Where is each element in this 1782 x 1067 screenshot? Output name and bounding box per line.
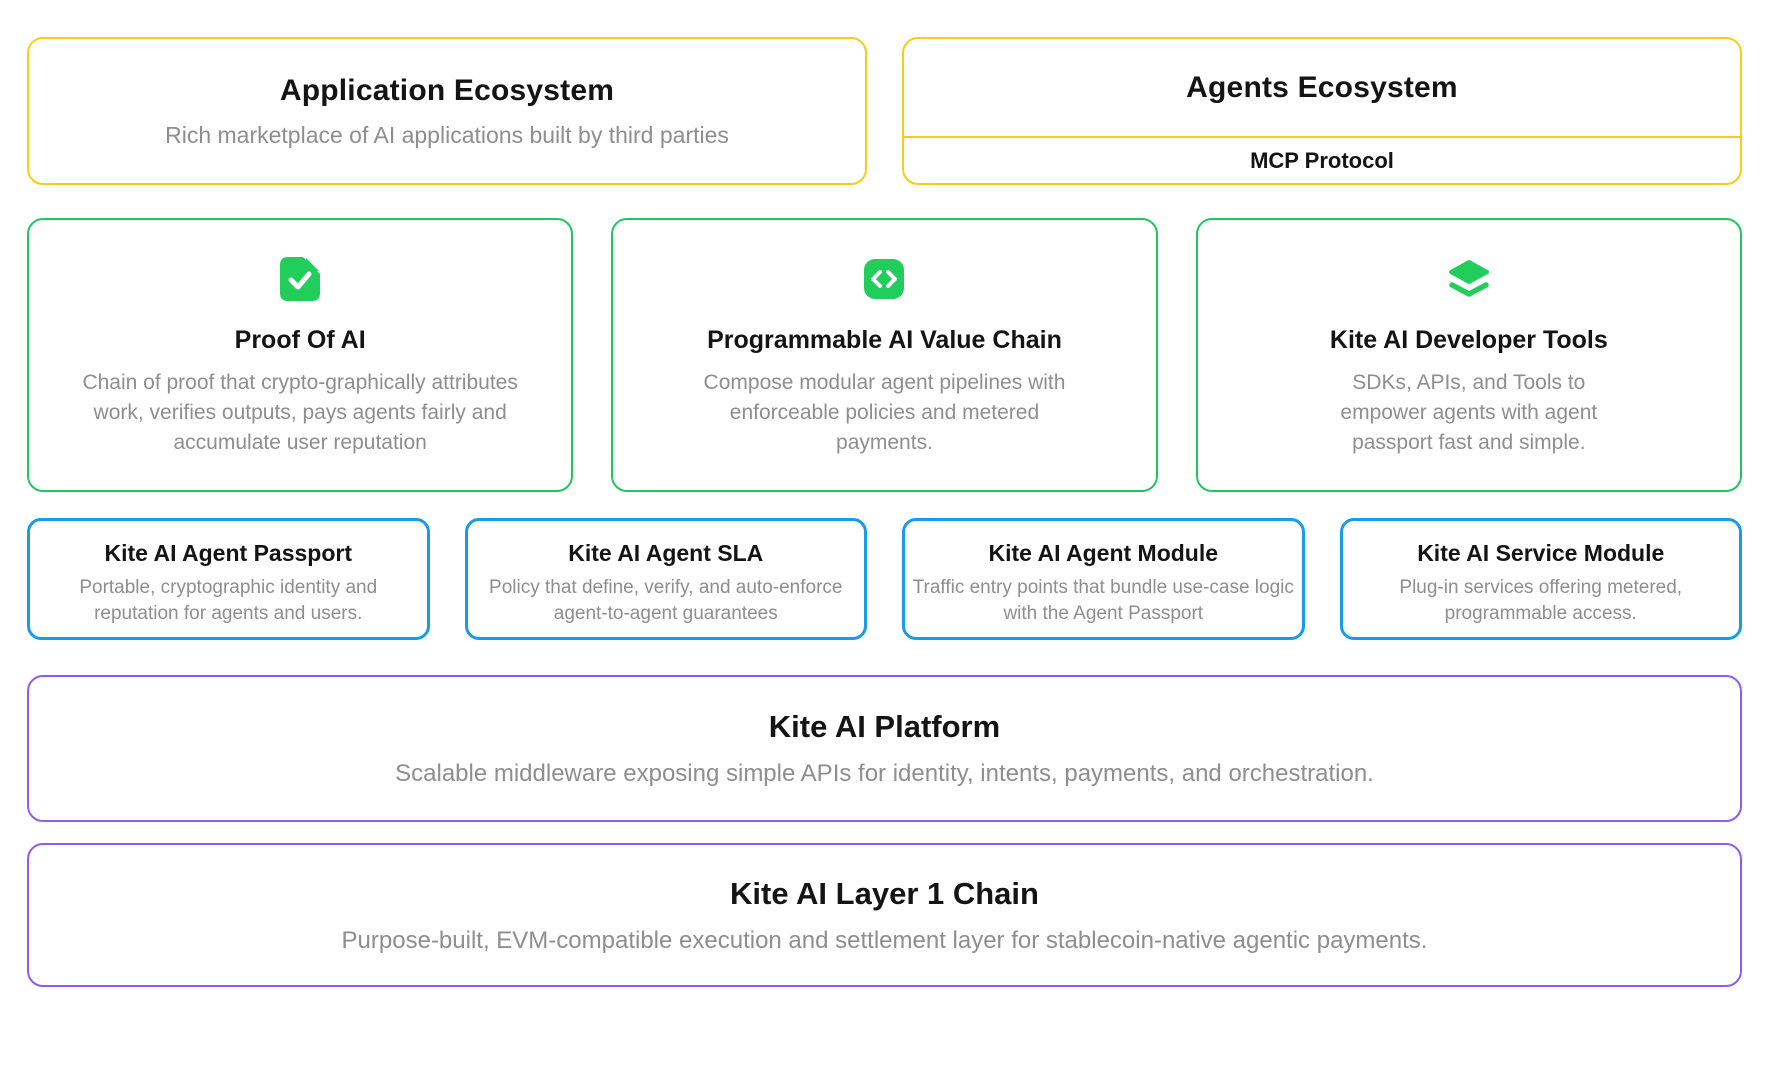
kite-ai-architecture-diagram: Application Ecosystem Rich marketplace o… [27, 37, 1742, 987]
service-module-title: Kite AI Service Module [1417, 540, 1665, 566]
kite-ai-layer1-chain-description: Purpose-built, EVM-compatible execution … [341, 926, 1428, 954]
agent-sla-title: Kite AI Agent SLA [568, 540, 764, 566]
programmable-ai-value-chain-card: Programmable AI Value Chain Compose modu… [611, 218, 1158, 492]
application-ecosystem-card: Application Ecosystem Rich marketplace o… [27, 37, 867, 185]
agents-ecosystem-title: Agents Ecosystem [1186, 70, 1458, 104]
programmable-ai-value-chain-description: Compose modular agent pipelines with enf… [703, 371, 1066, 454]
kite-ai-developer-tools-card: Kite AI Developer Tools SDKs, APIs, and … [1195, 218, 1742, 492]
agent-sla-description: Policy that define, verify, and auto-enf… [489, 577, 843, 624]
mcp-protocol-section: MCP Protocol [904, 136, 1740, 183]
kite-ai-platform-title: Kite AI Platform [768, 709, 1001, 744]
application-ecosystem-title: Application Ecosystem [279, 73, 615, 107]
agents-ecosystem-card: Agents Ecosystem MCP Protocol [902, 37, 1742, 185]
platform-row: Kite AI Platform Scalable middleware exp… [27, 675, 1742, 822]
agent-module-card: Kite AI Agent Module Traffic entry point… [902, 518, 1305, 640]
agents-ecosystem-header: Agents Ecosystem [904, 39, 1740, 136]
file-check-icon [280, 256, 321, 302]
proof-of-ai-card: Proof Of AI Chain of proof that crypto-g… [27, 218, 574, 492]
capability-row: Proof Of AI Chain of proof that crypto-g… [27, 218, 1742, 492]
service-module-description: Plug-in services offering metered, progr… [1399, 577, 1683, 624]
proof-of-ai-title: Proof Of AI [234, 326, 366, 354]
agent-sla-card: Kite AI Agent SLA Policy that define, ve… [464, 518, 867, 640]
code-icon [864, 256, 905, 302]
proof-of-ai-description: Chain of proof that crypto-graphically a… [82, 371, 518, 454]
kite-ai-layer1-chain-card: Kite AI Layer 1 Chain Purpose-built, EVM… [27, 843, 1742, 987]
kite-ai-developer-tools-title: Kite AI Developer Tools [1329, 326, 1608, 354]
application-ecosystem-subtitle: Rich marketplace of AI applications buil… [165, 121, 729, 148]
mcp-protocol-label: MCP Protocol [1250, 147, 1394, 173]
agent-passport-description: Portable, cryptographic identity and rep… [79, 577, 378, 624]
kite-ai-developer-tools-description: SDKs, APIs, and Tools to empower agents … [1340, 371, 1598, 454]
ecosystem-row: Application Ecosystem Rich marketplace o… [27, 37, 1742, 185]
module-row: Kite AI Agent Passport Portable, cryptog… [27, 518, 1742, 640]
agent-passport-card: Kite AI Agent Passport Portable, cryptog… [27, 518, 430, 640]
agent-passport-title: Kite AI Agent Passport [104, 540, 353, 566]
kite-ai-layer1-chain-title: Kite AI Layer 1 Chain [730, 875, 1039, 911]
layers-icon [1447, 256, 1491, 302]
agent-module-description: Traffic entry points that bundle use-cas… [912, 577, 1294, 624]
service-module-card: Kite AI Service Module Plug-in services … [1339, 518, 1742, 640]
programmable-ai-value-chain-title: Programmable AI Value Chain [707, 326, 1062, 354]
layer1-chain-row: Kite AI Layer 1 Chain Purpose-built, EVM… [27, 843, 1742, 987]
kite-ai-platform-card: Kite AI Platform Scalable middleware exp… [27, 675, 1742, 822]
agent-module-title: Kite AI Agent Module [988, 540, 1219, 566]
kite-ai-platform-description: Scalable middleware exposing simple APIs… [395, 760, 1374, 787]
